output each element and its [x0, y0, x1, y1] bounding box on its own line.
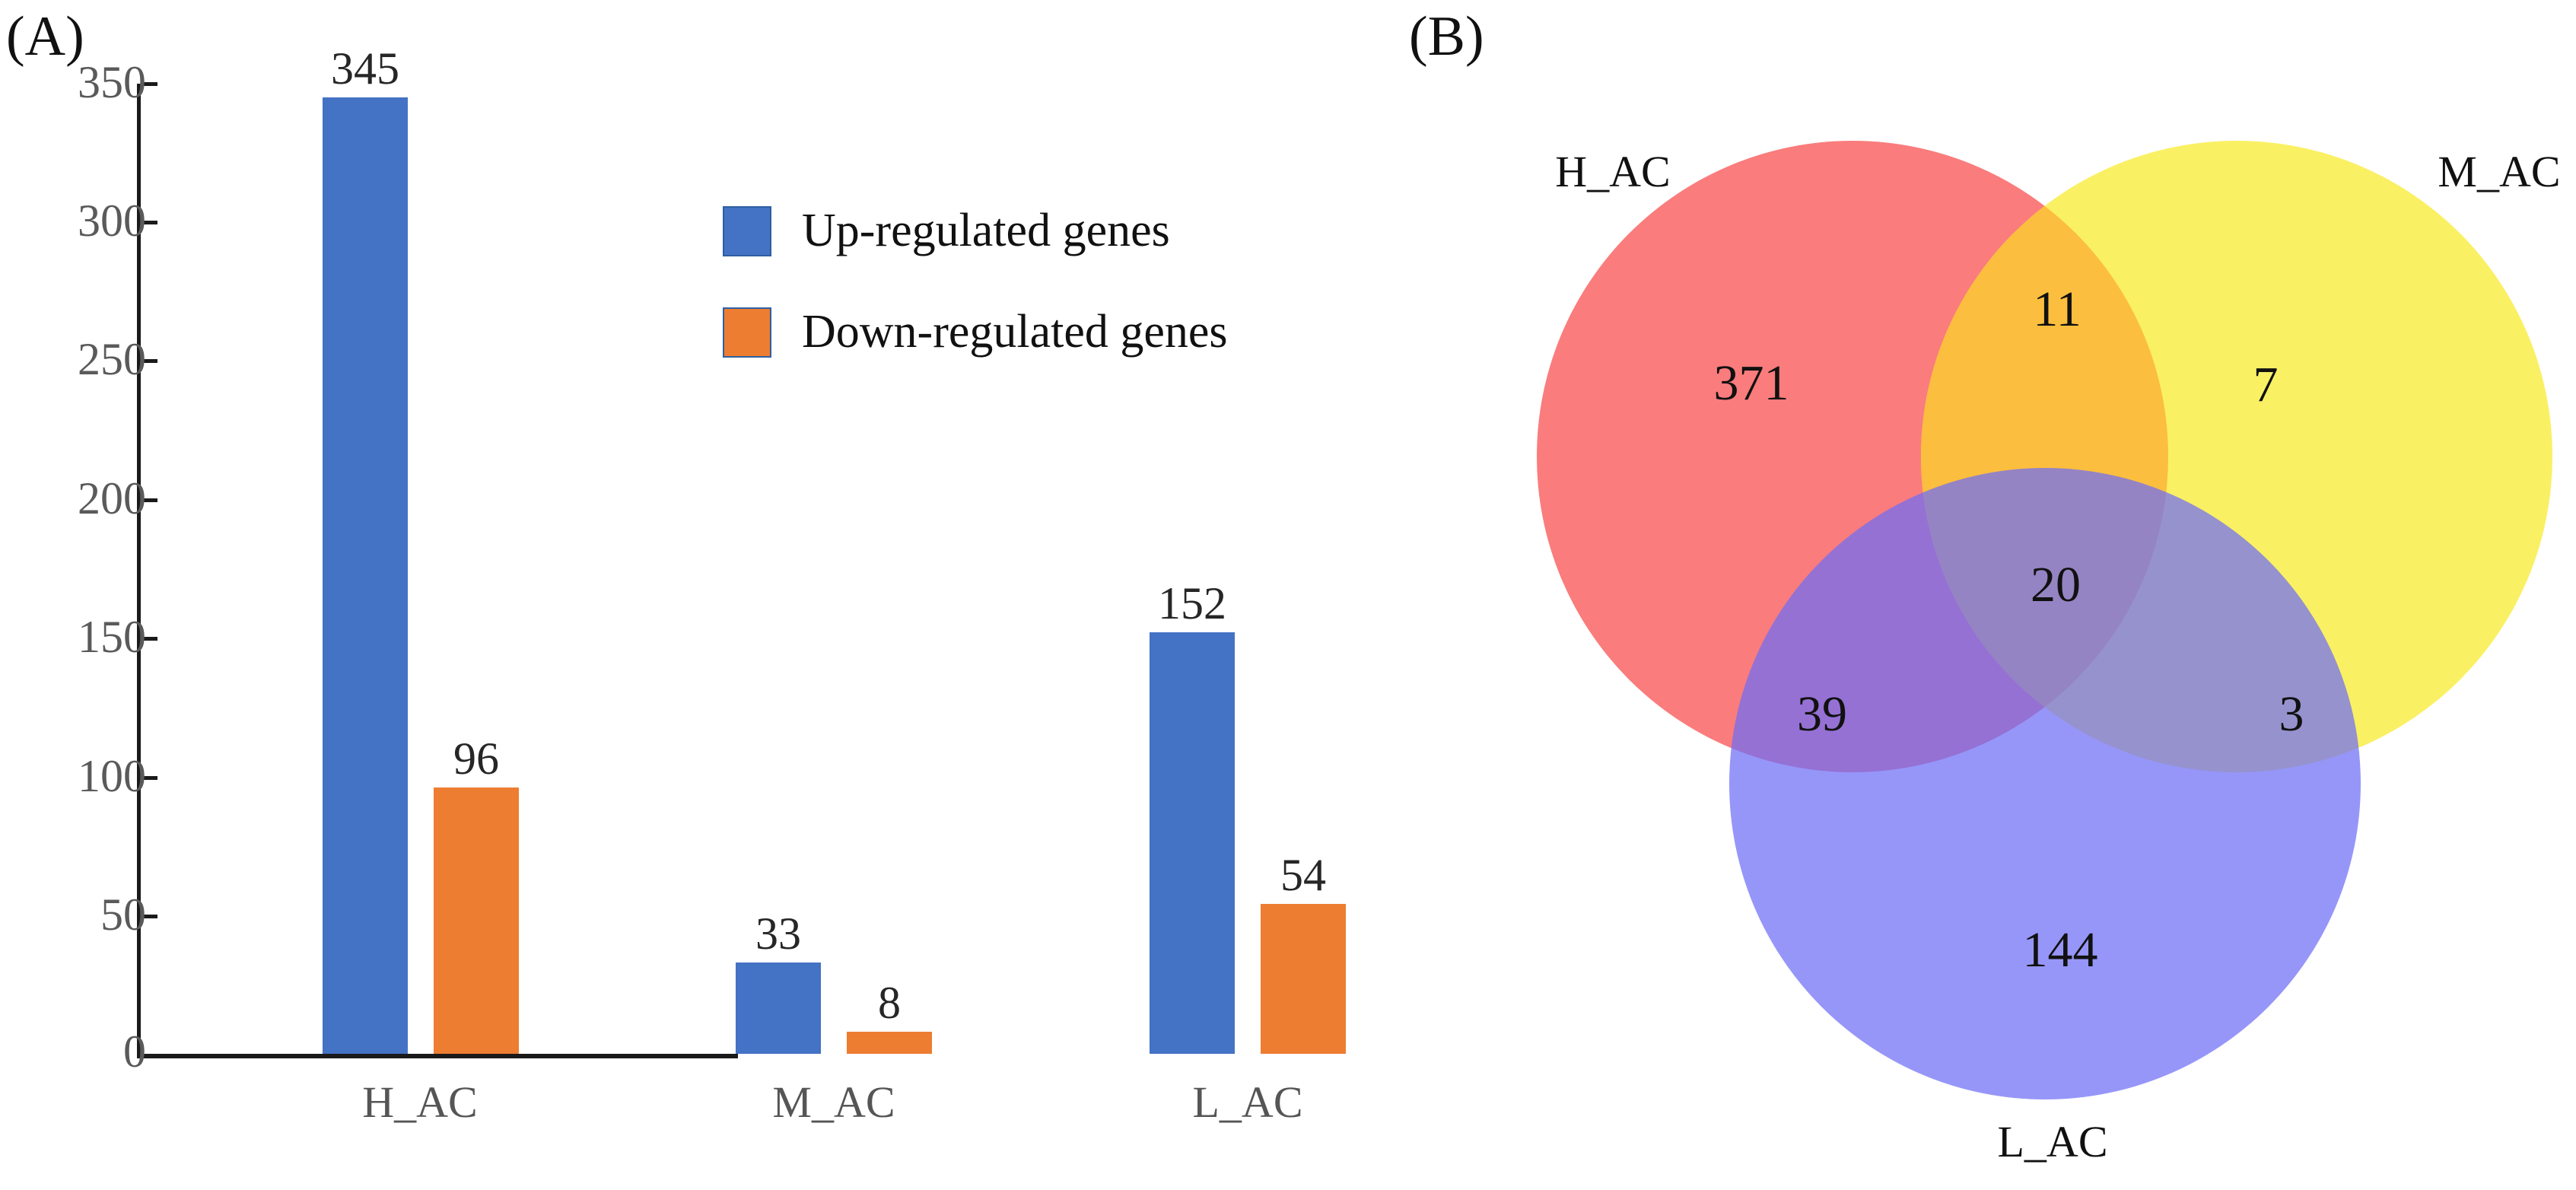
venn-circle-l-ac[interactable]: [1729, 468, 2361, 1099]
panel-b-venn-diagram: (B) 371 7 144 11 39 3 20 H_AC: [1407, 0, 2576, 1190]
venn-count-m-l: 3: [2279, 686, 2304, 742]
bar-l-ac-up[interactable]: [1150, 632, 1235, 1054]
venn-count-h-m-l: 20: [2031, 557, 2081, 612]
y-tick-label-350: 350: [78, 57, 146, 107]
venn-count-h-m: 11: [2033, 282, 2081, 337]
venn-count-h-ac-only: 371: [1714, 355, 1789, 411]
bar-m-ac-up[interactable]: [736, 963, 821, 1054]
y-tick-mark-350: [141, 82, 157, 86]
x-axis-label-m-ac: M_AC: [772, 1077, 895, 1127]
y-tick-label-0: 0: [123, 1026, 146, 1077]
y-tick-mark-50: [141, 915, 157, 918]
legend-swatch-down-icon: [723, 307, 771, 358]
venn-diagram-svg: 371 7 144 11 39 3 20 H_AC M_AC L_AC: [1537, 141, 2561, 1166]
y-tick-label-150: 150: [78, 612, 146, 662]
legend-label-down-regulated: Down-regulated genes: [802, 306, 1228, 358]
legend-item-up-regulated[interactable]: Up-regulated genes: [723, 204, 1228, 258]
bar-value-m-ac-down: 8: [878, 978, 901, 1028]
bar-h-ac-up[interactable]: [323, 97, 408, 1054]
venn-count-l-ac-only: 144: [2023, 922, 2098, 978]
legend-item-down-regulated[interactable]: Down-regulated genes: [723, 305, 1228, 359]
bar-chart-plot-area: 350 300 250 200 150 100 50 0 345 96 33: [78, 43, 1346, 1127]
y-tick-mark-150: [141, 637, 157, 641]
y-tick-mark-200: [141, 498, 157, 502]
y-tick-label-100: 100: [78, 751, 146, 801]
y-tick-label-300: 300: [78, 196, 146, 246]
x-axis-line: [137, 1054, 738, 1058]
bar-m-ac-down[interactable]: [847, 1032, 932, 1054]
x-axis-label-l-ac: L_AC: [1192, 1077, 1303, 1127]
panel-b-letter: (B): [1409, 5, 1484, 68]
bar-l-ac-down[interactable]: [1261, 904, 1346, 1054]
bar-value-l-ac-up: 152: [1158, 578, 1226, 628]
bar-value-h-ac-up: 345: [331, 43, 399, 94]
panel-a-letter: (A): [6, 5, 84, 68]
y-tick-label-50: 50: [100, 889, 146, 940]
chart-legend: Up-regulated genes Down-regulated genes: [723, 204, 1228, 406]
x-axis-label-h-ac: H_AC: [362, 1077, 478, 1127]
bar-value-m-ac-up: 33: [755, 908, 801, 959]
bar-h-ac-down[interactable]: [434, 788, 519, 1054]
venn-label-m-ac: M_AC: [2438, 147, 2560, 196]
venn-count-m-ac-only: 7: [2253, 357, 2279, 412]
venn-count-h-l: 39: [1797, 686, 1847, 742]
legend-label-up-regulated: Up-regulated genes: [802, 205, 1170, 256]
legend-swatch-up-icon: [723, 205, 771, 256]
y-tick-label-200: 200: [78, 473, 146, 523]
y-axis-line: [137, 84, 141, 1058]
bar-value-l-ac-down: 54: [1280, 850, 1326, 900]
venn-label-h-ac: H_AC: [1555, 147, 1670, 196]
panel-a-bar-chart: (A) 350 300 250 200 150 100 50 0 345: [6, 5, 1346, 1127]
bar-value-h-ac-down: 96: [453, 733, 499, 784]
venn-label-l-ac: L_AC: [1998, 1117, 2108, 1166]
y-tick-mark-300: [141, 221, 157, 224]
y-tick-label-250: 250: [78, 334, 146, 384]
y-tick-mark-250: [141, 359, 157, 363]
y-tick-mark-100: [141, 776, 157, 780]
